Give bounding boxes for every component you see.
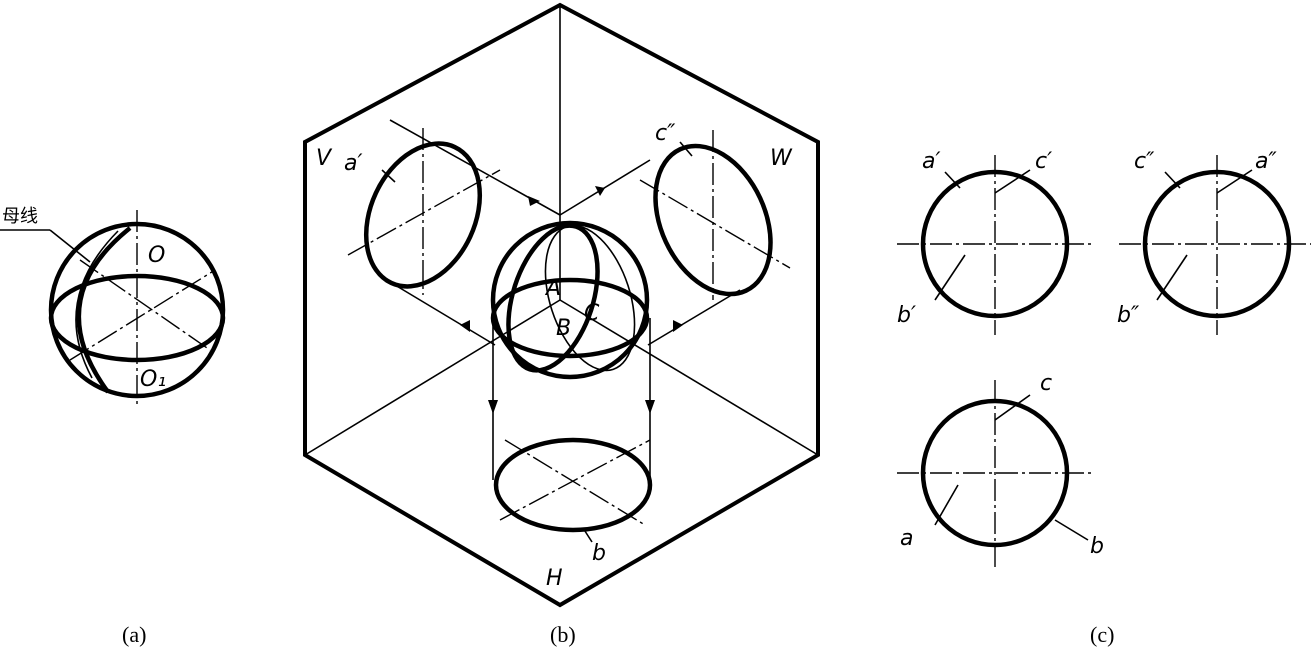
front-leader-b xyxy=(934,254,966,301)
proj-v-bottom xyxy=(394,284,496,346)
w-projection: c″ W xyxy=(639,121,793,300)
central-meridian-2 xyxy=(544,224,636,372)
v-ellipse xyxy=(363,141,483,289)
central-meridian-1 xyxy=(506,223,600,373)
h-projection: b H xyxy=(493,437,653,591)
fig-c-side-view: c″ a″ b″ xyxy=(1117,149,1311,335)
arrow-to-v-bottom xyxy=(460,320,470,332)
axis-oblique-2 xyxy=(69,269,216,361)
side-b-label: b″ xyxy=(1117,303,1140,328)
side-c-label: c″ xyxy=(1134,149,1155,174)
h-axis-2 xyxy=(499,439,651,521)
w-axis-h xyxy=(639,179,791,269)
proj-w-top xyxy=(559,159,651,216)
fig-a-sphere: 母线 O O₁ xyxy=(0,206,226,408)
center-o-label: O xyxy=(148,243,165,268)
w-ellipse xyxy=(653,143,773,297)
v-leader-a xyxy=(381,169,396,183)
front-a-label: a′ xyxy=(922,149,940,174)
point-C-label: C xyxy=(584,301,600,326)
meridian-curve xyxy=(76,226,132,394)
side-leader-a xyxy=(1216,169,1253,194)
fig-c-front-view: a′ c′ b′ xyxy=(897,149,1093,335)
projectors xyxy=(389,119,741,480)
side-leader-b xyxy=(1156,254,1188,301)
side-leader-c xyxy=(1164,171,1181,189)
w-point-c-label: c″ xyxy=(655,121,676,146)
fig-c-top-view: c a b xyxy=(897,371,1104,570)
arrow-to-h-right xyxy=(645,400,655,414)
axis-y xyxy=(559,299,819,456)
front-c-label: c′ xyxy=(1035,149,1052,174)
axis-oblique-1 xyxy=(79,259,211,351)
arrow-to-w-top xyxy=(595,186,605,196)
arrow-to-h-left xyxy=(488,400,498,414)
top-leader-a xyxy=(934,484,959,526)
meridian-inner xyxy=(75,230,119,379)
point-B-label: B xyxy=(556,316,571,341)
v-axis-h xyxy=(347,169,501,256)
v-point-a-label: a′ xyxy=(344,151,362,176)
proj-w-bottom xyxy=(647,289,741,346)
caption-b: (b) xyxy=(550,622,576,647)
h-ellipse xyxy=(493,437,653,533)
top-a-label: a xyxy=(900,526,913,551)
front-leader-c xyxy=(994,169,1031,194)
arrow-to-w-bottom xyxy=(673,320,683,332)
front-leader-a xyxy=(944,171,961,189)
w-leader-c xyxy=(679,141,693,157)
fig-b-projection-box: V a′ c″ W b H A B C xyxy=(303,2,820,608)
plane-w-label: W xyxy=(770,146,793,171)
central-sphere: A B C xyxy=(490,220,650,380)
top-c-label: c xyxy=(1040,371,1052,396)
side-a-label: a″ xyxy=(1255,149,1277,174)
v-projection: V a′ xyxy=(316,128,501,295)
top-leader-c xyxy=(994,394,1031,421)
generatrix-label: 母线 xyxy=(2,206,38,227)
h-leader-b xyxy=(582,527,593,543)
point-A-label: A xyxy=(544,276,561,301)
plane-h-label: H xyxy=(546,566,563,591)
h-axis-1 xyxy=(504,439,646,526)
central-sphere-outline xyxy=(490,220,650,380)
front-b-label: b′ xyxy=(897,303,916,328)
plane-v-label: V xyxy=(316,146,333,171)
caption-c: (c) xyxy=(1090,622,1114,647)
center-o1-label: O₁ xyxy=(140,367,166,392)
axis-x xyxy=(304,299,561,456)
top-b-label: b xyxy=(1090,534,1104,559)
generatrix-leader xyxy=(49,229,91,263)
arrow-to-v-top xyxy=(528,196,540,206)
h-point-b-label: b xyxy=(592,541,606,566)
top-leader-b xyxy=(1054,519,1089,541)
caption-a: (a) xyxy=(122,622,146,647)
hexagon-frame xyxy=(303,2,820,608)
